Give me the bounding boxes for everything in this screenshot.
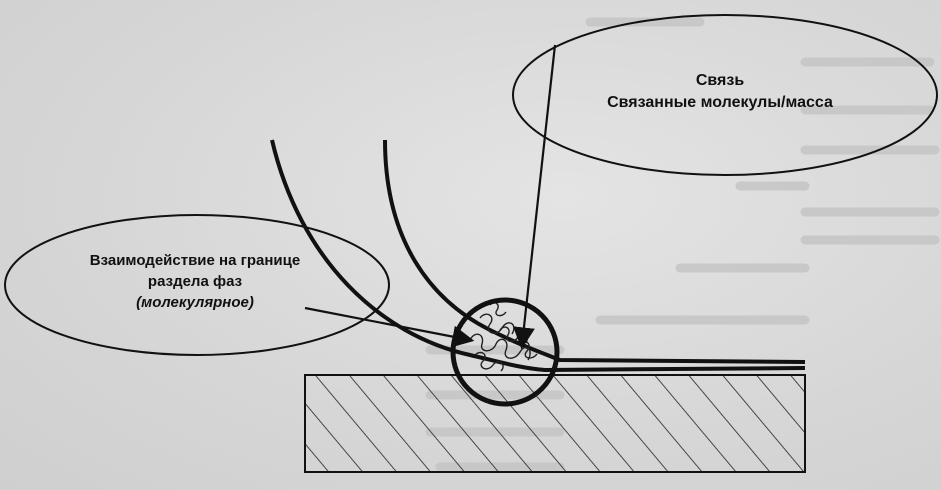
interface-label-line2: раздела фаз [147, 273, 243, 290]
bond-ellipse [512, 14, 938, 176]
magnifier-circle [450, 297, 560, 407]
bond-label: Связь Связанные молекулы/масса [570, 70, 870, 114]
adhesive-inner-contour [383, 139, 806, 364]
interface-label-line3: (молекулярное) [136, 294, 254, 311]
adhesive-outer-contour [270, 139, 806, 373]
substrate-block [304, 374, 806, 473]
bond-arrow [512, 44, 557, 350]
interface-ellipse [4, 214, 390, 356]
bond-label-title: Связь [695, 72, 745, 89]
interface-label: Взаимодействие на границе раздела фаз (м… [40, 250, 350, 313]
interface-arrow [304, 306, 475, 348]
bond-label-subtitle: Связанные молекулы/масса [607, 94, 833, 111]
interface-label-line1: Взаимодействие на границе [89, 252, 301, 269]
